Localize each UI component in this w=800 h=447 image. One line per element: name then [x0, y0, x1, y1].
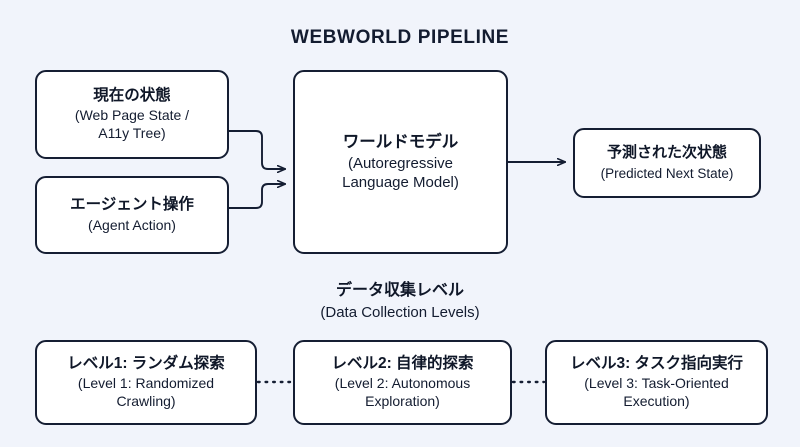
node-current-state-jp-label: 現在の状態 — [93, 86, 171, 104]
node-level-1-en-label: (Level 1: Randomized Crawling) — [78, 375, 214, 411]
node-world-model-jp-label: ワールドモデル — [342, 132, 459, 151]
node-level-3-en-line1: (Level 3: Task-Oriented — [584, 375, 729, 392]
connector-state-to-model — [228, 130, 285, 169]
node-predicted-next-state[interactable]: 予測された次状態 (Predicted Next State) — [573, 128, 761, 198]
data-collection-levels-heading: データ収集レベル (Data Collection Levels) — [0, 281, 800, 322]
node-current-state-en-line1: (Web Page State / — [74, 107, 190, 124]
node-agent-action-en-label: (Agent Action) — [88, 216, 176, 233]
node-level-1-en-line1: (Level 1: Randomized — [77, 375, 215, 392]
node-predicted-next-state-en-label: (Predicted Next State) — [600, 165, 734, 181]
node-level-2-jp-label: レベル2: 自律的探索 — [331, 354, 474, 372]
node-level-1-jp-label: レベル1: ランダム探索 — [67, 354, 225, 372]
node-level-3-en-line2: Execution) — [623, 393, 690, 410]
node-level-1-en-line2: Crawling) — [116, 393, 176, 410]
data-collection-levels-heading-jp: データ収集レベル — [335, 282, 464, 299]
connector-action-to-model — [228, 184, 285, 209]
node-world-model-en-line1: (Autoregressive — [347, 155, 454, 173]
node-level-2-en-line1: (Level 2: Autonomous — [334, 375, 471, 392]
node-agent-action[interactable]: エージェント操作 (Agent Action) — [35, 176, 229, 254]
node-current-state-en-line2: A11y Tree) — [98, 125, 166, 142]
node-level-3[interactable]: レベル3: タスク指向実行 (Level 3: Task-Oriented Ex… — [545, 340, 768, 425]
node-level-1[interactable]: レベル1: ランダム探索 (Level 1: Randomized Crawli… — [35, 340, 257, 425]
node-world-model-en-label: (Autoregressive Language Model) — [342, 154, 459, 192]
node-level-2[interactable]: レベル2: 自律的探索 (Level 2: Autonomous Explora… — [293, 340, 512, 425]
node-predicted-next-state-jp-label: 予測された次状態 — [606, 143, 727, 161]
node-world-model-en-line2: Language Model) — [342, 174, 459, 192]
node-world-model[interactable]: ワールドモデル (Autoregressive Language Model) — [293, 70, 508, 254]
page-title: WEBWORLD PIPELINE — [290, 27, 510, 48]
node-level-2-en-line2: Exploration) — [365, 393, 440, 410]
node-level-3-jp-label: レベル3: タスク指向実行 — [569, 354, 744, 372]
data-collection-levels-heading-en: (Data Collection Levels) — [320, 303, 480, 321]
node-agent-action-jp-label: エージェント操作 — [70, 196, 194, 214]
node-level-2-en-label: (Level 2: Autonomous Exploration) — [335, 375, 470, 411]
node-level-3-en-label: (Level 3: Task-Oriented Execution) — [584, 375, 728, 411]
node-current-state-en-label: (Web Page State / A11y Tree) — [75, 107, 189, 143]
node-current-state[interactable]: 現在の状態 (Web Page State / A11y Tree) — [35, 70, 229, 159]
